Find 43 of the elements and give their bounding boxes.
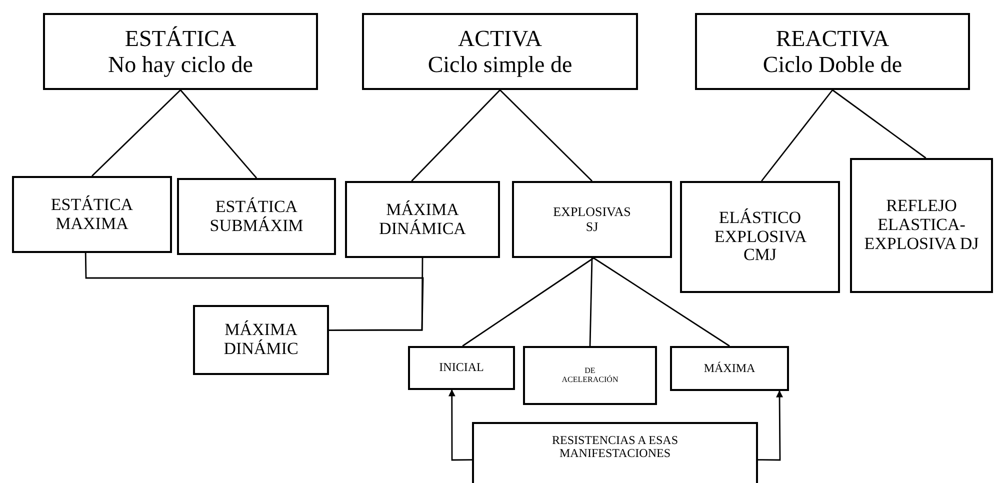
box-label: ESTÁTICA SUBMÁXIM	[208, 198, 304, 236]
text-box	[345, 181, 500, 258]
connector-line	[589, 258, 593, 346]
connector-line	[761, 90, 834, 182]
arrow	[448, 389, 472, 461]
connector-line	[411, 90, 500, 182]
connector-line	[329, 258, 424, 331]
box-label: EXPLOSIVAS SJ	[553, 205, 631, 234]
box-label: MÁXIMA	[704, 362, 756, 376]
box-subtitle: No hay ciclo de	[108, 52, 253, 77]
text-box	[695, 13, 970, 90]
connector-line	[462, 257, 594, 347]
connector-line	[92, 90, 181, 176]
box-label: ELÁSTICO EXPLOSIVA CMJ	[714, 208, 806, 266]
text-box	[43, 13, 318, 90]
box-heading: ACTIVA	[458, 26, 542, 52]
text-box	[512, 181, 672, 258]
text-box	[850, 158, 993, 293]
connector-line	[593, 257, 730, 347]
text-box	[193, 305, 329, 375]
box-heading: REACTIVA	[776, 26, 890, 52]
box-label: DE ACELERACIÓN	[562, 366, 618, 384]
box-subtitle: Ciclo Doble de	[762, 52, 902, 77]
text-box	[362, 13, 638, 90]
box-heading: ESTÁTICA	[124, 26, 236, 52]
box-label: MÁXIMA DINÁMIC	[222, 321, 300, 359]
text-box	[12, 176, 172, 253]
text-box	[523, 346, 657, 405]
text-box	[670, 346, 789, 391]
box-label: REFLEJO ELASTICA- EXPLOSIVA DJ	[863, 197, 980, 254]
box-subtitle: Ciclo simple de	[428, 52, 572, 77]
arrow	[758, 390, 784, 461]
connector-line	[832, 89, 926, 159]
connector-line	[500, 90, 592, 182]
box-label: ESTÁTICA MAXIMA	[50, 196, 134, 234]
text-box	[177, 178, 336, 255]
box-label: MÁXIMA DINÁMICA	[378, 200, 467, 238]
text-box	[472, 422, 758, 483]
box-label: INICIAL	[439, 361, 484, 375]
box-label: RESISTENCIAS A ESAS MANIFESTACIONES	[550, 434, 680, 460]
connector-line	[180, 90, 258, 178]
text-box	[680, 181, 840, 293]
text-box	[408, 346, 515, 390]
